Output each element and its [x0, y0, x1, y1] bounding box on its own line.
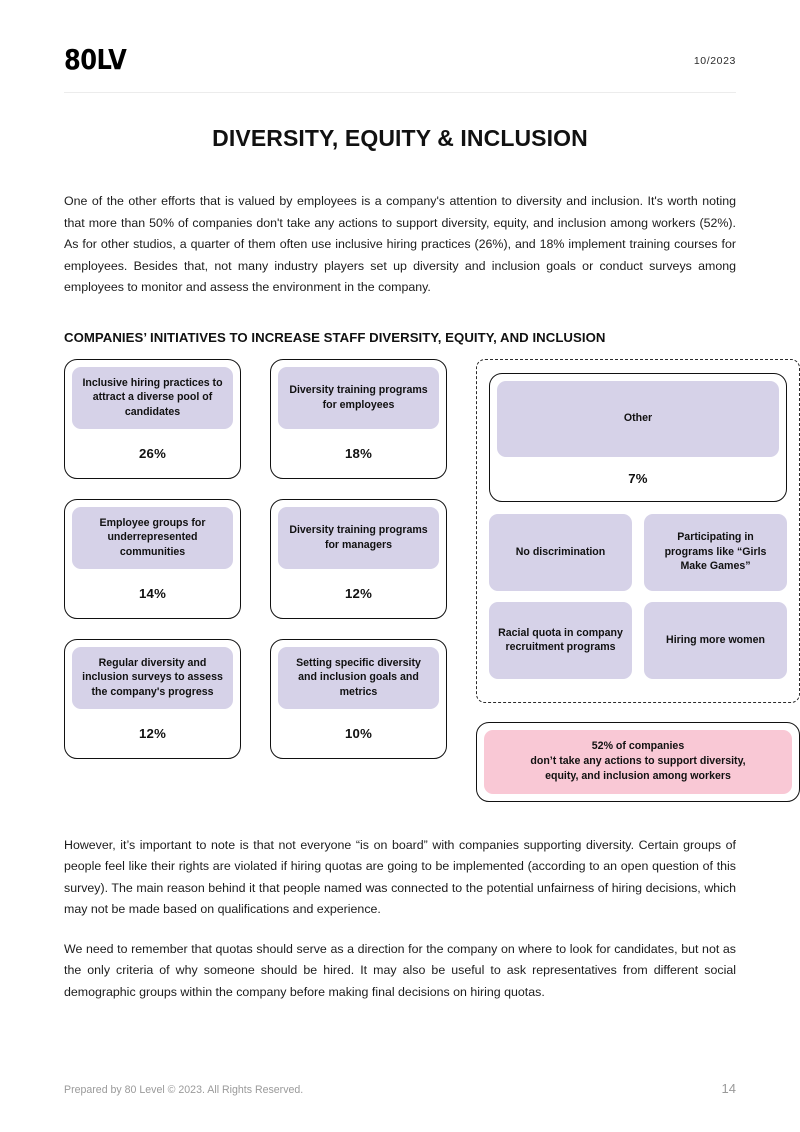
- initiatives-chart: Inclusive hiring practices to attract a …: [64, 358, 800, 802]
- stat-card-label: Diversity training programs for managers: [278, 506, 439, 569]
- brand-logo: 80LV: [64, 45, 127, 76]
- stat-card: Inclusive hiring practices to attract a …: [64, 358, 241, 479]
- other-group: Other 7% No discrimination Participating…: [476, 358, 800, 703]
- stat-card: Diversity training programs for managers…: [270, 498, 447, 619]
- header-date: 10/2023: [693, 55, 736, 67]
- other-subitem: Hiring more women: [644, 601, 787, 679]
- stat-card-grid: Inclusive hiring practices to attract a …: [64, 358, 447, 759]
- stat-card-value: 26%: [139, 445, 166, 461]
- stat-card-label: Regular diversity and inclusion surveys …: [72, 646, 233, 709]
- stat-card-value: 18%: [345, 445, 372, 461]
- page-header: 80LV 10/2023: [64, 0, 736, 78]
- page-footer: Prepared by 80 Level © 2023. All Rights …: [64, 1081, 736, 1096]
- stat-card-label: Employee groups for underrepresented com…: [72, 506, 233, 569]
- stat-card: Employee groups for underrepresented com…: [64, 498, 241, 619]
- other-card-value: 7%: [628, 471, 648, 486]
- stat-card: Setting specific diversity and inclusion…: [270, 638, 447, 759]
- other-card: Other 7%: [489, 372, 787, 502]
- section-heading: COMPANIES’ INITIATIVES TO INCREASE STAFF…: [64, 329, 606, 345]
- other-card-label: Other: [497, 380, 779, 457]
- other-subitem: No discrimination: [489, 513, 632, 591]
- footer-copyright: Prepared by 80 Level © 2023. All Rights …: [64, 1084, 304, 1096]
- stat-card-label: Diversity training programs for employee…: [278, 366, 439, 429]
- outro-paragraph-1: However, it’s important to note is that …: [64, 837, 736, 917]
- other-subitem: Participating in programs like “Girls Ma…: [644, 513, 787, 591]
- stat-card-value: 12%: [139, 725, 166, 741]
- intro-paragraph: One of the other efforts that is valued …: [64, 194, 736, 294]
- outro-paragraph-2: We need to remember that quotas should s…: [64, 941, 736, 999]
- stat-card-value: 14%: [139, 585, 166, 601]
- outro-section: However, it’s important to note is that …: [64, 835, 736, 1004]
- other-subitem-grid: No discrimination Participating in progr…: [489, 513, 787, 679]
- stat-card-label: Setting specific diversity and inclusion…: [278, 646, 439, 709]
- page-title: DIVERSITY, EQUITY & INCLUSION: [212, 125, 588, 151]
- stat-card-value: 12%: [345, 585, 372, 601]
- other-subitem: Racial quota in company recruitment prog…: [489, 601, 632, 679]
- footer-page-number: 14: [721, 1081, 736, 1096]
- stat-card-value: 10%: [345, 725, 372, 741]
- callout-text: 52% of companies don’t take any actions …: [484, 729, 792, 794]
- stat-card: Diversity training programs for employee…: [270, 358, 447, 479]
- header-divider: [64, 92, 736, 93]
- callout-card: 52% of companies don’t take any actions …: [476, 721, 800, 802]
- stat-card-label: Inclusive hiring practices to attract a …: [72, 366, 233, 429]
- stat-card: Regular diversity and inclusion surveys …: [64, 638, 241, 759]
